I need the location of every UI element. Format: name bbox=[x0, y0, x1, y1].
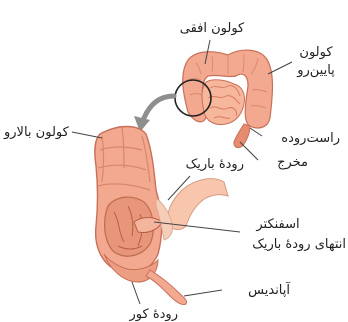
label-appendix: آپاندیس bbox=[248, 281, 291, 298]
zoom-small-intestine bbox=[168, 179, 228, 230]
label-ascending-colon: کولون بالارو bbox=[3, 125, 70, 140]
label-transverse-colon: کولون افقی bbox=[180, 21, 245, 36]
label-anus: مخرج bbox=[277, 155, 308, 170]
zoom-arrow bbox=[134, 96, 174, 132]
label-sphincter-1: اسفنکتر bbox=[255, 217, 299, 232]
label-descending-colon-1: کولون bbox=[299, 45, 333, 60]
label-small-intestine: رودهٔ باریک bbox=[186, 157, 244, 172]
label-rectum: راست‌روده bbox=[281, 131, 340, 146]
labels: کولون افقی کولون پایین‌رو راست‌روده مخرج… bbox=[3, 21, 346, 322]
zoom-cecum-region bbox=[95, 127, 228, 305]
label-sphincter-2: انتهای رودهٔ باریک bbox=[252, 237, 346, 252]
label-cecum: رودهٔ کور bbox=[129, 307, 178, 322]
label-descending-colon-2: پایین‌رو bbox=[296, 63, 335, 78]
zoom-appendix bbox=[146, 270, 187, 305]
